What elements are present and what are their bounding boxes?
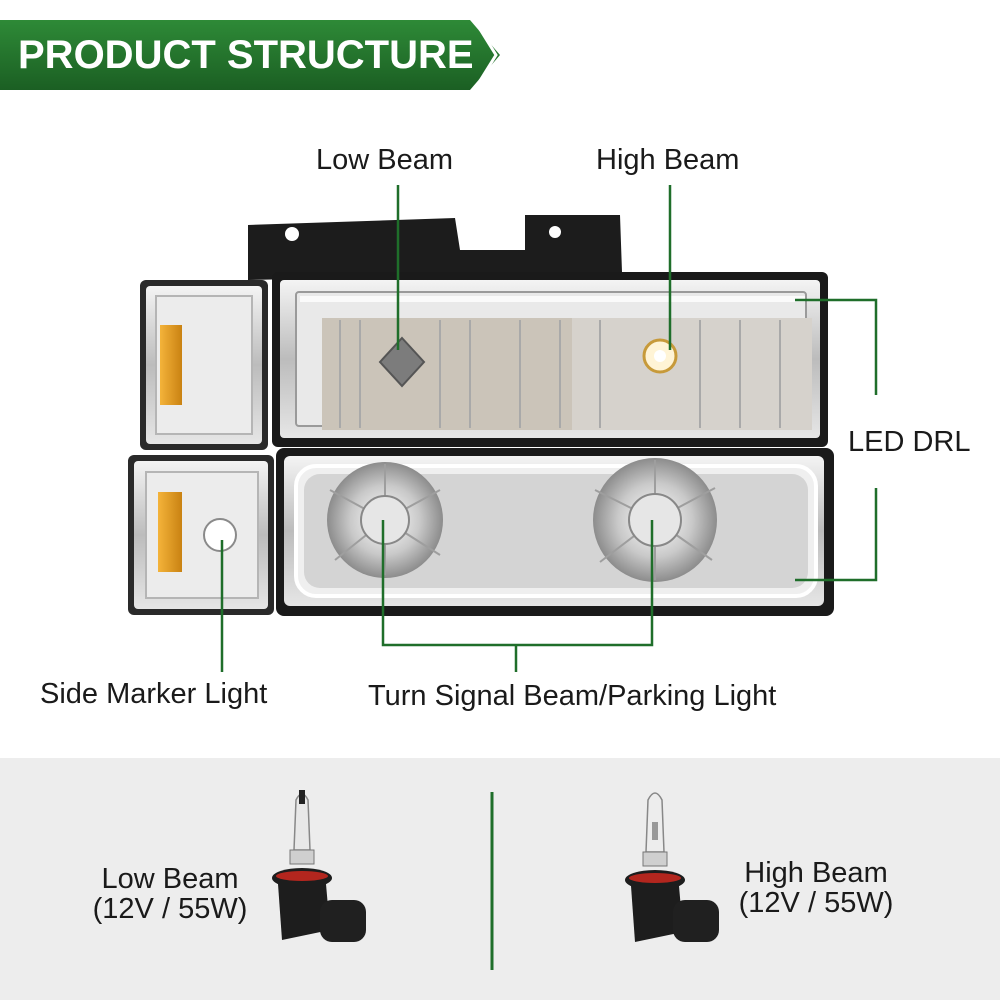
mounting-bracket xyxy=(248,215,622,280)
high-beam-spec-name: High Beam xyxy=(744,857,888,889)
turn-signal-reflector-left xyxy=(327,462,443,578)
turn-signal-reflector-right xyxy=(593,458,717,582)
high-beam-spec-rating: (12V / 55W) xyxy=(738,887,894,919)
corner-light-lower xyxy=(128,455,274,615)
callout-low-beam: Low Beam xyxy=(316,144,454,176)
bulb-spec-panel xyxy=(0,758,1000,1000)
drl-callout-line-upper xyxy=(795,298,878,395)
callout-side-marker: Side Marker Light xyxy=(40,678,268,710)
amber-reflector-upper xyxy=(160,325,182,405)
header-banner xyxy=(0,20,500,90)
low-beam-spec-rating: (12V / 55W) xyxy=(92,893,248,925)
headlight-assembly-illustration xyxy=(128,185,878,672)
turn-signal-callout-bracket xyxy=(381,520,654,647)
callout-led-drl: LED DRL xyxy=(848,426,971,458)
callout-turn-signal: Turn Signal Beam/Parking Light xyxy=(368,680,777,712)
page-title: PRODUCT STRUCTURE xyxy=(18,33,474,77)
low-beam-spec-name: Low Beam xyxy=(101,863,239,895)
corner-light-upper xyxy=(140,280,268,450)
callout-lines xyxy=(220,185,878,672)
drl-callout-line-lower xyxy=(795,488,878,582)
low-beam-spec: Low Beam (12V / 55W) xyxy=(84,864,256,924)
turn-signal-housing xyxy=(276,448,834,616)
low-beam-bulb-cap xyxy=(378,336,426,388)
banner-arrow-shape xyxy=(0,20,500,90)
headlight-upper-housing xyxy=(272,272,828,447)
high-beam-spec: High Beam (12V / 55W) xyxy=(730,858,902,918)
callout-high-beam: High Beam xyxy=(596,144,740,176)
amber-reflector-lower xyxy=(158,492,182,572)
